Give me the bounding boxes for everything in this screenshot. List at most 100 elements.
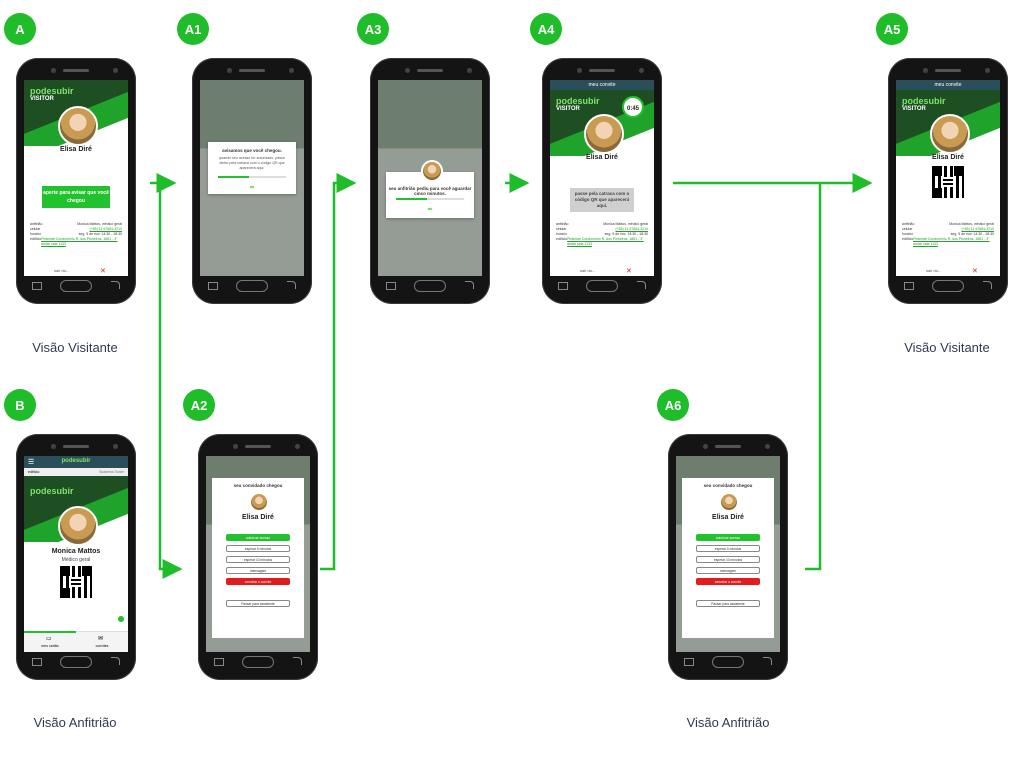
arrow-a2-to-a3 xyxy=(320,173,357,571)
recent-apps-icon[interactable] xyxy=(214,658,224,666)
app-logo: podesubir xyxy=(556,96,600,106)
home-icon[interactable] xyxy=(236,280,268,292)
back-icon[interactable] xyxy=(111,657,120,665)
screen-visitor-arrive: podesubir VISITOR Elisa Diré aperte para… xyxy=(24,80,128,276)
app-bar: meu convite xyxy=(550,80,654,90)
guest-avatar xyxy=(249,492,269,512)
wait-10-button[interactable]: esperar 10 minutos xyxy=(696,556,760,563)
step-badge-a5: A5 xyxy=(876,13,908,45)
tab-meu-cartao[interactable]: meu cartão xyxy=(41,644,59,648)
home-icon[interactable] xyxy=(932,280,964,292)
caption-visitor-left: Visão Visitante xyxy=(32,340,118,355)
arrow-a-to-a2 xyxy=(158,183,183,579)
home-icon[interactable] xyxy=(60,656,92,668)
home-icon[interactable] xyxy=(60,280,92,292)
wait-10-button[interactable]: esperar 10 minutos xyxy=(226,556,290,563)
arrive-button[interactable]: aperte para avisar que você chegou xyxy=(42,186,110,208)
recent-apps-icon[interactable] xyxy=(32,658,42,666)
home-icon[interactable] xyxy=(712,656,744,668)
cancel-invite-button[interactable]: cancelar o convite xyxy=(696,578,760,585)
phone-a2: seu convidado chegou Elisa Diré autoriza… xyxy=(198,434,318,680)
assistant-button[interactable]: Passar para assistente xyxy=(226,600,290,607)
step-badge-a4: A4 xyxy=(530,13,562,45)
countdown-timer: 0:45 xyxy=(622,96,644,118)
recent-apps-icon[interactable] xyxy=(386,282,396,290)
authorize-button[interactable]: autorizar acesso xyxy=(226,534,290,541)
assistant-button[interactable]: Passar para assistente xyxy=(696,600,760,607)
back-icon[interactable] xyxy=(293,657,302,665)
wait-5-button[interactable]: esperar 5 minutos xyxy=(226,545,290,552)
close-icon[interactable]: ✕ xyxy=(626,268,632,275)
home-icon[interactable] xyxy=(242,656,274,668)
recent-apps-icon[interactable] xyxy=(904,282,914,290)
visitor-name: Elisa Diré xyxy=(586,154,618,161)
step-badge-b: B xyxy=(4,389,36,421)
app-bar: ☰ podesubir xyxy=(24,456,128,468)
step-badge-a2: A2 xyxy=(183,389,215,421)
step-badge-a: A xyxy=(4,13,36,45)
authorize-button[interactable]: autorizar acesso xyxy=(696,534,760,541)
guest-avatar xyxy=(719,492,739,512)
home-icon[interactable] xyxy=(586,280,618,292)
back-icon[interactable] xyxy=(287,281,296,289)
progress-bar xyxy=(396,198,464,200)
arrival-modal: avisamos que você chegou. quando seu ace… xyxy=(208,142,296,194)
host-avatar xyxy=(58,506,98,546)
step-badge-a6: A6 xyxy=(657,389,689,421)
back-icon[interactable] xyxy=(111,281,120,289)
building-selector[interactable]: edifício: Business Tower xyxy=(24,468,128,476)
host-avatar xyxy=(421,160,443,182)
app-bar: meu convite xyxy=(896,80,1000,90)
home-icon[interactable] xyxy=(414,280,446,292)
step-badge-a3: A3 xyxy=(357,13,389,45)
back-icon[interactable] xyxy=(983,281,992,289)
arrow-a6-to-a5 xyxy=(805,183,822,571)
screen-qr-access: meu convite podesubir VISITOR Elisa Diré… xyxy=(896,80,1000,276)
back-icon[interactable] xyxy=(465,281,474,289)
screen-arrival-notified: avisamos que você chegou. quando seu ace… xyxy=(200,80,304,276)
info-icon[interactable] xyxy=(118,616,124,622)
ok-button[interactable]: ok xyxy=(249,183,255,189)
wait-modal: seu anfitrião pediu para você aguardar c… xyxy=(386,160,474,218)
card-icon[interactable]: ▭ xyxy=(46,636,52,642)
tab-convites[interactable]: convites xyxy=(95,644,109,648)
access-qr-code xyxy=(932,166,964,198)
close-icon[interactable]: ✕ xyxy=(100,268,106,275)
phone-a6: seu convidado chegou Elisa Diré autoriza… xyxy=(668,434,788,680)
visitor-name: Elisa Diré xyxy=(60,146,92,153)
host-qr-code xyxy=(60,566,92,598)
back-icon[interactable] xyxy=(637,281,646,289)
phone-b: ☰ podesubir edifício: Business Tower pod… xyxy=(16,434,136,680)
menu-icon[interactable]: ☰ xyxy=(28,459,35,466)
recent-apps-icon[interactable] xyxy=(558,282,568,290)
progress-bar xyxy=(218,176,286,178)
recent-apps-icon[interactable] xyxy=(208,282,218,290)
guest-name: Elisa Diré xyxy=(242,514,274,521)
ok-button[interactable]: ok xyxy=(427,205,433,211)
cancel-invite-button[interactable]: cancelar o convite xyxy=(226,578,290,585)
close-icon[interactable]: ✕ xyxy=(972,268,978,275)
avatar xyxy=(930,114,970,154)
recent-apps-icon[interactable] xyxy=(32,282,42,290)
wait-5-button[interactable]: esperar 5 minutos xyxy=(696,545,760,552)
app-logo: podesubir xyxy=(902,96,946,106)
phone-a: podesubir VISITOR Elisa Diré aperte para… xyxy=(16,58,136,304)
app-logo-sub: VISITOR xyxy=(30,96,54,102)
guest-arrived-modal: seu convidado chegou Elisa Diré autoriza… xyxy=(682,478,774,638)
back-icon[interactable] xyxy=(763,657,772,665)
qr-pending-info: passe pela catraca com o código QR que a… xyxy=(570,188,634,212)
visitor-name: Elisa Diré xyxy=(932,154,964,161)
message-button[interactable]: mensagem xyxy=(226,567,290,574)
guest-name: Elisa Diré xyxy=(712,514,744,521)
app-logo-sub: VISITOR xyxy=(902,106,926,112)
recent-apps-icon[interactable] xyxy=(684,658,694,666)
guest-arrived-modal: seu convidado chegou Elisa Diré autoriza… xyxy=(212,478,304,638)
message-button[interactable]: mensagem xyxy=(696,567,760,574)
step-badge-a1: A1 xyxy=(177,13,209,45)
caption-host-right: Visão Anfitrião xyxy=(686,715,770,730)
invites-icon[interactable]: ✉ xyxy=(98,636,104,642)
